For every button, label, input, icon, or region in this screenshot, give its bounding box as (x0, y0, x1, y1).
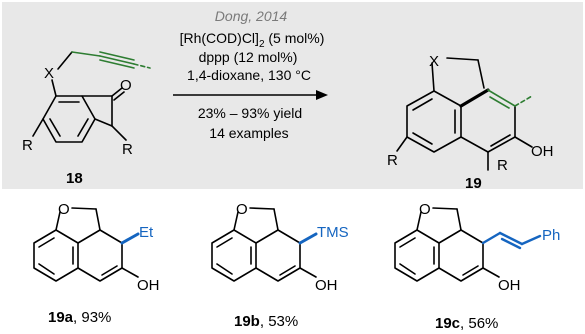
reactant-heteroatom-x: X (44, 65, 54, 82)
reactant-r-group-ring: R (122, 141, 133, 158)
example-19b-hydroxyl: OH (315, 277, 338, 294)
example-19b-oxygen: O (236, 201, 248, 218)
reactant-carbonyl-oxygen: O (120, 77, 132, 94)
product-heteroatom-x: X (429, 53, 439, 70)
product-bold-bond (459, 88, 490, 108)
example-19b-substituent: TMS (317, 224, 349, 241)
example-19a-skeleton (33, 207, 139, 282)
product-new-bond-highlight (487, 89, 533, 109)
condition-ligand: dppp (12 mol%) (199, 49, 298, 65)
example-19b-caption: 19b, 53% (234, 313, 298, 330)
example-19c: O Ph OH 19c, 56% (394, 201, 560, 332)
condition-solvent-temp: 1,4-dioxane, 130 °C (187, 67, 311, 83)
example-19c-skeleton (394, 207, 500, 282)
example-19a-hydroxyl: OH (137, 277, 160, 294)
reactant-label-18: 18 (66, 170, 83, 187)
result-yield-range: 23% – 93% yield (198, 105, 302, 121)
example-19a-new-bond (120, 232, 140, 245)
example-19a: O Et OH 19a, 93% (33, 201, 160, 326)
product-r-group-ring: R (497, 157, 508, 174)
example-19b-new-bond (298, 232, 318, 245)
example-19c-oxygen: O (419, 201, 431, 218)
citation: Dong, 2014 (215, 8, 288, 24)
product-hydroxyl: OH (531, 143, 554, 160)
condition-catalyst: [Rh(COD)Cl]2 (5 mol%) (180, 30, 325, 50)
example-19c-substituent: Ph (542, 227, 560, 244)
example-19b: O TMS OH 19b, 53% (211, 201, 349, 330)
example-19b-skeleton (211, 207, 317, 282)
example-19c-caption: 19c, 56% (435, 315, 498, 332)
reactant-r-group-arene: R (22, 137, 33, 154)
product-label-19: 19 (465, 175, 482, 192)
product-19-structure (396, 57, 533, 171)
reactant-alkyne-highlight (71, 51, 151, 69)
example-19a-substituent: Et (139, 224, 154, 241)
product-r-group-arene: R (387, 152, 398, 169)
example-19a-oxygen: O (58, 201, 70, 218)
example-19a-caption: 19a, 93% (48, 309, 111, 326)
example-19c-hydroxyl: OH (498, 277, 521, 294)
result-examples: 14 examples (209, 125, 288, 141)
reactant-18-structure (32, 51, 127, 143)
example-19c-new-bond (481, 231, 542, 250)
reaction-arrow (173, 90, 328, 100)
